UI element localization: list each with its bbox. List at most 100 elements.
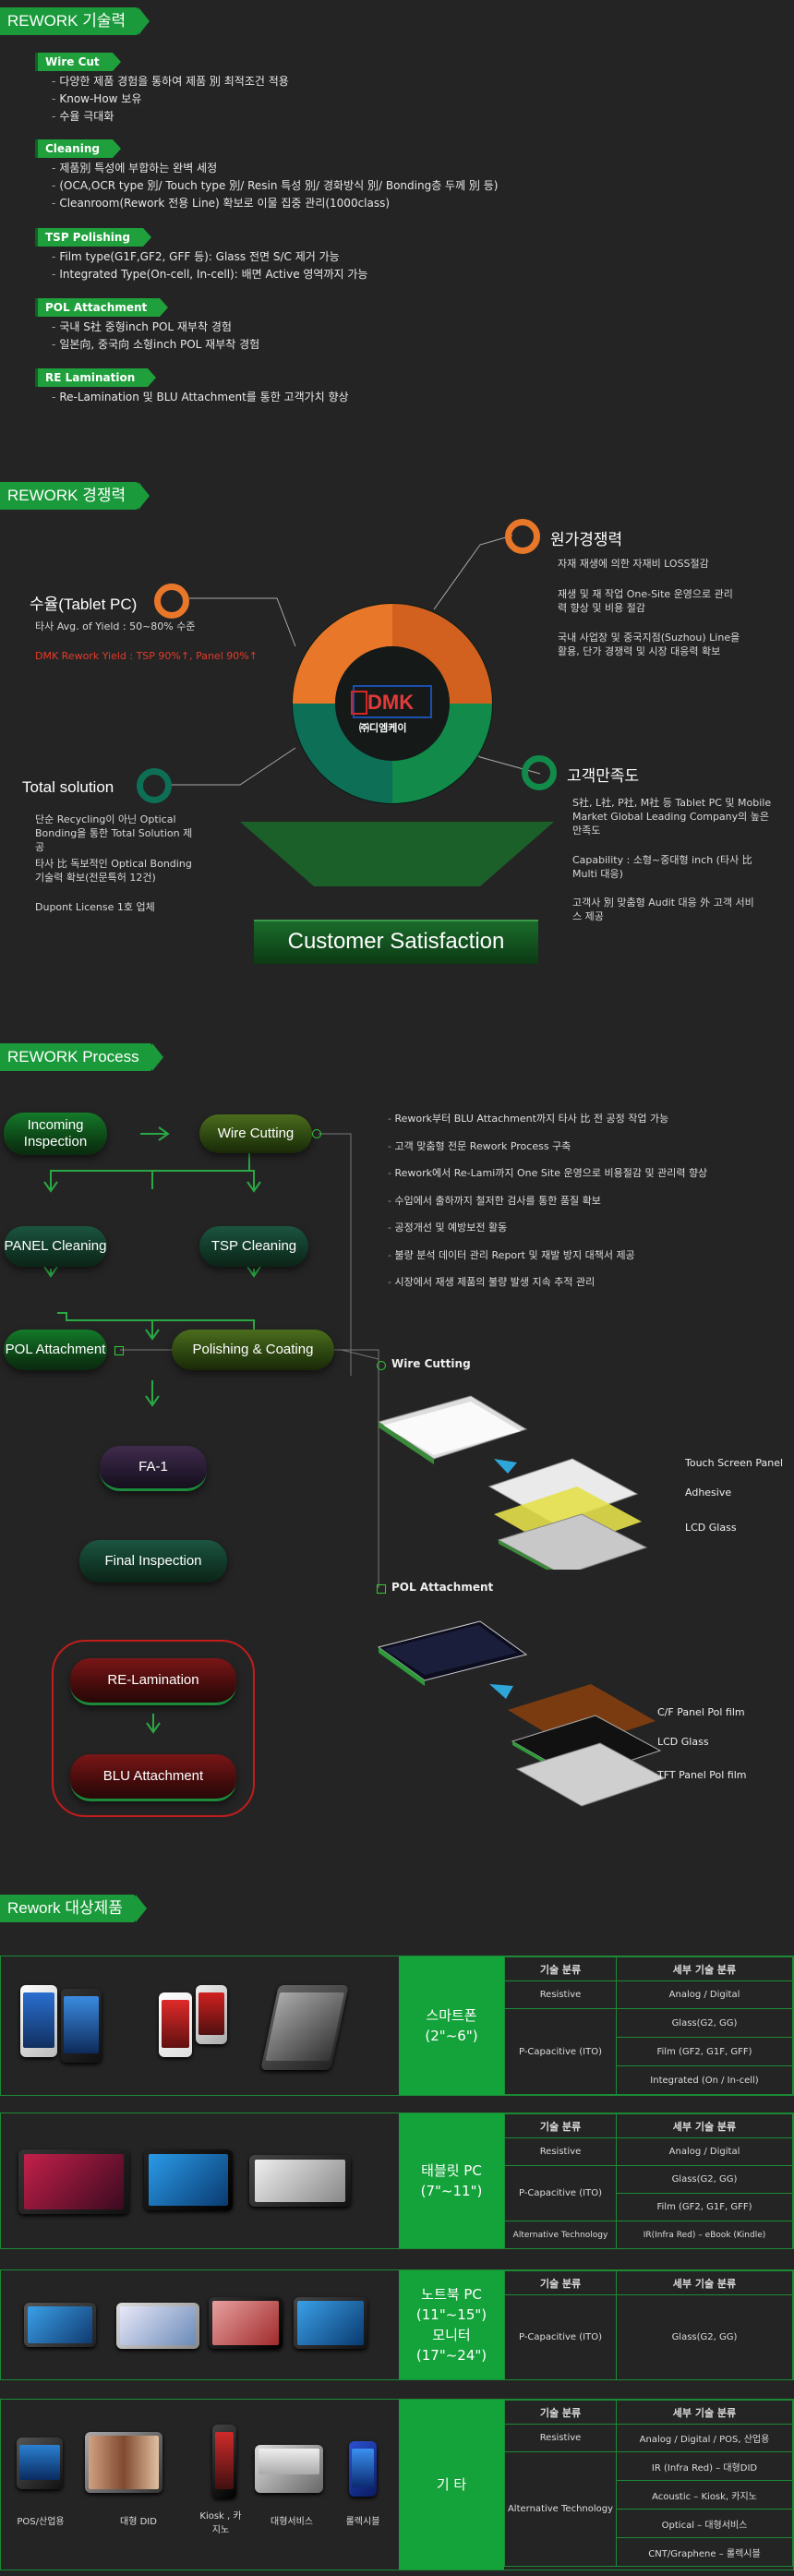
step-incoming-inspection: Incoming Inspection: [4, 1113, 107, 1155]
dmk-logo: DMK: [351, 685, 432, 718]
step-final-inspection: Final Inspection: [79, 1540, 227, 1583]
cost-heading: 원가경쟁력: [550, 531, 623, 548]
yield-ring-icon: [154, 584, 189, 619]
smartphone-image-4: [196, 1985, 227, 2044]
cost-item-2: 재생 및 재 작업 One-Site 운영으로 관리력 향상 및 비용 절감: [558, 588, 733, 614]
yield-leader-line: [189, 597, 296, 647]
caption-pos: POS/산업용: [17, 2517, 65, 2527]
etc-row1-detail: Analog / Digital / POS, 산업용: [616, 2424, 793, 2452]
tech-block-item: -국내 S社 중형inch POL 재부착 경험: [52, 319, 774, 334]
process-note: 공정개선 및 예방보전 활동: [388, 1220, 507, 1234]
etc-row4-detail: Optical – 대형서비스: [616, 2509, 793, 2538]
tech-block-item-text: Integrated Type(On-cell, In-cell): 배면 Ac…: [59, 268, 368, 281]
cyan-arrow-icon-2: [489, 1684, 513, 1699]
products-section-title: Rework 대상제품: [0, 1895, 147, 1922]
caption-service: 대형서비스: [271, 2517, 313, 2527]
logo-red-frame: [351, 691, 367, 715]
category-etc: 기 타: [399, 2400, 504, 2570]
etc-row3-detail: Acoustic – Kiosk, 카지노: [616, 2480, 793, 2510]
tb-row1-detail: Analog / Digital: [616, 2137, 793, 2166]
tech-block: Wire Cut-다양한 제품 경험을 통하여 제품 別 최적조건 적용-Kno…: [35, 52, 774, 124]
tech-block: TSP Polishing-Film type(G1F,GF2, GFF 등):…: [35, 227, 774, 282]
bullet-dash: -: [52, 320, 56, 333]
caption-kiosk: Kiosk , 카지노: [199, 2511, 242, 2535]
tech-block-item-text: 다양한 제품 경험을 통하여 제품 別 최적조건 적용: [59, 75, 289, 88]
tech-block-item-text: 국내 S社 중형inch POL 재부착 경험: [59, 320, 232, 333]
tech-block-item: -Film type(G1F,GF2, GFF 등): Glass 전면 S/C…: [52, 249, 774, 264]
tb-row3-detail: Film (GF2, G1F, GFF): [616, 2193, 793, 2221]
pol-attachment-label: POL Attachment: [391, 1581, 494, 1594]
tech-block-item-text: Know-How 보유: [59, 92, 142, 105]
tech-block-item-text: Re-Lamination 및 BLU Attachment를 통한 고객가치 …: [59, 391, 349, 403]
process-note: Rework에서 Re-Lami까지 One Site 운영으로 비용절감 및 …: [388, 1165, 707, 1180]
sp-row2-tech: P-Capacitive (ITO): [504, 2008, 617, 2095]
tb-row4-tech: Alternative Technology: [504, 2221, 617, 2249]
hdr-detail-class-3: 세부 기술 분류: [616, 2270, 793, 2295]
etc-row1-tech: Resistive: [504, 2424, 617, 2452]
competitive-section-title: REWORK 경쟁력: [0, 482, 150, 510]
total-item-1: 단순 Recycling이 아닌 Optical Bonding을 통한 Tot…: [35, 813, 193, 853]
total-item-2: 타사 比 독보적인 Optical Bonding 기술력 확보(전문특허 12…: [35, 858, 192, 884]
tablet-image-2: [144, 2149, 233, 2210]
cost-ring-icon: [505, 519, 540, 554]
competitive-diagram: [171, 535, 554, 886]
customer-satisfaction-banner: Customer Satisfaction: [254, 920, 538, 964]
tech-block-item: -제품別 특성에 부합하는 완벽 세정: [52, 161, 774, 175]
tech-block-item: -Integrated Type(On-cell, In-cell): 배면 A…: [52, 267, 774, 282]
total-item-3: Dupont License 1호 업체: [35, 901, 155, 913]
step-blu-attachment: BLU Attachment: [70, 1754, 236, 1801]
notebook-image-2: [116, 2303, 199, 2349]
tb-row1-tech: Resistive: [504, 2137, 617, 2166]
down-arrow-shape: [240, 822, 554, 886]
yield-item-1: 타사 Avg. of Yield : 50~80% 수준: [35, 620, 196, 632]
hdr-detail-class-2: 세부 기술 분류: [616, 2113, 793, 2138]
cyan-arrow-icon: [494, 1459, 517, 1474]
bullet-dash: -: [52, 391, 56, 403]
category-smartphone: 스마트폰(2"~6"): [399, 1956, 504, 2095]
customer-heading: 고객만족도: [567, 767, 640, 785]
step-polishing-coating: Polishing & Coating: [172, 1330, 334, 1370]
nb-row1-detail: Glass(G2, GG): [616, 2294, 793, 2380]
yield-heading: 수율(Tablet PC): [30, 596, 138, 613]
process-note: 시장에서 재생 제품의 불량 발생 지속 추적 관리: [388, 1274, 595, 1289]
caption-did: 대형 DID: [120, 2517, 157, 2527]
tech-block-label: POL Attachment: [35, 298, 169, 317]
smartphone-image-2: [61, 1989, 102, 2063]
relamination-group-frame: [52, 1640, 255, 1817]
arrow-wire-split: [50, 1150, 250, 1189]
step-panel-cleaning: PANEL Cleaning: [4, 1226, 107, 1267]
step-pol-attachment: POL Attachment: [4, 1330, 107, 1370]
donut-teal-left: [293, 704, 392, 803]
hdr-tech-class-2: 기술 분류: [504, 2113, 617, 2138]
etc-row2-tech: Alternative Technology: [504, 2451, 617, 2567]
notebook-image-1: [24, 2303, 96, 2347]
rollable-image: [349, 2441, 377, 2497]
tech-section-title: REWORK 기술력: [0, 7, 150, 35]
tech-block-item-text: Film type(G1F,GF2, GFF 등): Glass 전면 S/C …: [59, 250, 340, 263]
smartphone-image-1: [20, 1985, 57, 2057]
customer-item-3: 고객사 別 맞춤형 Audit 대응 外 고객 서비스 제공: [572, 897, 754, 922]
layer-touch-screen-panel: Touch Screen Panel: [685, 1457, 784, 1469]
smartphone-image-3: [159, 1992, 192, 2057]
lcd-glass-layer: [497, 1513, 648, 1570]
wire-cutting-label: Wire Cutting: [391, 1357, 471, 1370]
logo-text: DMK: [367, 691, 415, 714]
step-tsp-cleaning: TSP Cleaning: [199, 1226, 308, 1267]
process-section-title: REWORK Process: [0, 1043, 163, 1071]
logo-subtitle: ㈜디엠케이: [359, 722, 407, 734]
yield-item-2: DMK Rework Yield : TSP 90%↑, Panel 90%↑: [35, 650, 258, 662]
tech-block-item-text: Cleanroom(Rework 전용 Line) 확보로 이물 집중 관리(1…: [59, 197, 391, 210]
total-leader-line: [171, 747, 296, 786]
hdr-detail-class: 세부 기술 분류: [616, 1956, 793, 1981]
bullet-dash: -: [52, 268, 56, 281]
tablet-image-3: [249, 2155, 351, 2207]
caption-rollable: 롤렉시블: [345, 2517, 380, 2527]
pos-image: [17, 2438, 63, 2489]
hdr-tech-class: 기술 분류: [504, 1956, 617, 1981]
tech-block-label: Cleaning: [35, 139, 121, 158]
did-image: [85, 2432, 162, 2493]
tablet-image-1: [18, 2149, 129, 2214]
layer-adhesive: Adhesive: [685, 1487, 732, 1499]
tb-row2-tech: P-Capacitive (ITO): [504, 2165, 617, 2221]
